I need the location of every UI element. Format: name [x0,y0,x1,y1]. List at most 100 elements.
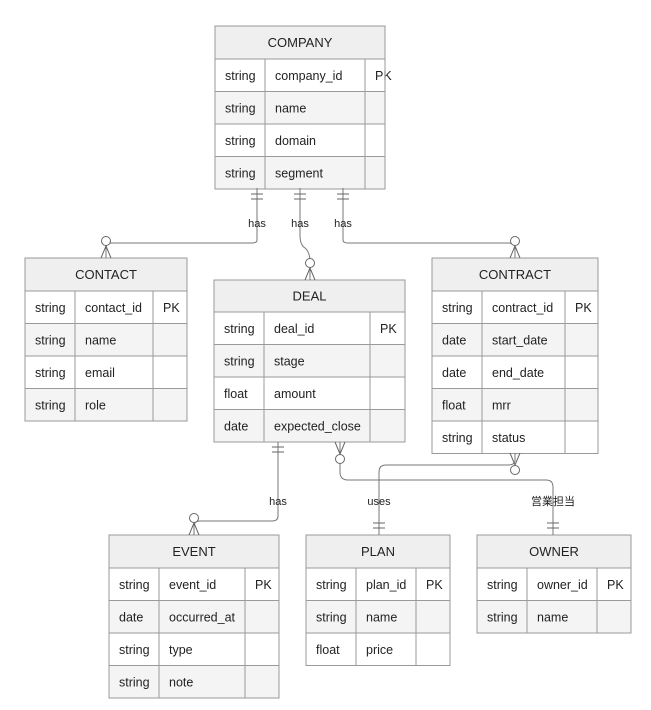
attribute-type: float [442,398,466,412]
attribute-cell [431,355,483,389]
attribute-name: mrr [492,398,511,412]
relationship-deal-event: has [188,442,287,536]
entity-header [431,257,599,292]
attribute-type: string [35,398,66,412]
attribute-type: string [225,101,256,115]
attribute-cell [152,290,188,324]
attribute-cell [74,388,154,422]
attribute-name: domain [275,134,316,148]
attribute-name: contract_id [492,301,553,315]
attribute-type: string [224,322,255,336]
attribute-key: PK [375,69,392,83]
relationship-label: has [291,218,309,230]
attribute-cell [263,311,371,345]
attribute-cell [263,344,371,378]
entity-title: CONTACT [75,267,137,282]
attribute-cell [481,355,566,389]
attribute-name: name [275,101,306,115]
attribute-cell [74,355,154,389]
attribute-type: string [119,675,150,689]
attribute-name: occurred_at [169,610,236,624]
attribute-cell [158,600,246,634]
attribute-cell [564,290,599,324]
attribute-cell [526,600,598,634]
attribute-cell [476,567,528,601]
attribute-type: string [487,610,518,624]
attribute-row: string segment [214,156,386,190]
attribute-name: price [366,643,393,657]
attribute-name: event_id [169,578,216,592]
attribute-type: string [35,366,66,380]
attribute-cell [305,567,357,601]
attribute-cell [364,91,386,125]
attribute-row: float mrr [431,388,599,422]
attribute-cell [213,376,265,410]
attribute-cell [244,632,280,666]
attribute-type: date [224,419,248,433]
attribute-cell [244,600,280,634]
entity-border [305,534,451,666]
attribute-cell [213,409,265,443]
attribute-cell [264,156,366,190]
attribute-type: string [316,610,347,624]
attribute-cell [564,388,599,422]
attribute-cell [364,156,386,190]
attribute-type: float [316,643,340,657]
attribute-type: string [442,431,473,445]
attribute-type: date [442,366,466,380]
attribute-cell [108,600,160,634]
attribute-cell [481,388,566,422]
attribute-type: string [224,354,255,368]
attribute-cell [152,323,188,357]
relationship-label: has [269,496,287,508]
attribute-cell [564,420,599,454]
entity-title: DEAL [293,289,327,304]
attribute-cell [263,409,371,443]
attribute-type: string [225,166,256,180]
attribute-cell [369,409,406,443]
attribute-cell [355,600,417,634]
attribute-type: string [487,578,518,592]
attribute-cell [214,58,266,92]
entity-title: CONTRACT [479,267,551,282]
attribute-name: deal_id [274,322,314,336]
attribute-cell [364,123,386,157]
relationship-company-deal: has [291,188,316,281]
attribute-name: segment [275,166,323,180]
attribute-name: amount [274,387,316,401]
attribute-name: type [169,643,193,657]
relationship-label: has [248,218,266,230]
relationship-company-contact: has [100,188,266,259]
attribute-name: note [169,675,193,689]
attribute-cell [108,665,160,699]
attribute-cell [74,323,154,357]
attribute-row: float price [305,632,451,666]
attribute-cell [24,388,76,422]
attribute-row: string note [108,665,280,699]
relationship-contract-plan: uses [367,452,521,535]
attribute-cell [24,290,76,324]
attribute-key: PK [426,578,443,592]
attribute-cell [108,567,160,601]
attribute-type: date [442,333,466,347]
attribute-cell [415,600,451,634]
attribute-cell [244,665,280,699]
attribute-cell [481,290,566,324]
relationship-label: 営業担当 [531,494,575,508]
attribute-key: PK [163,301,180,315]
